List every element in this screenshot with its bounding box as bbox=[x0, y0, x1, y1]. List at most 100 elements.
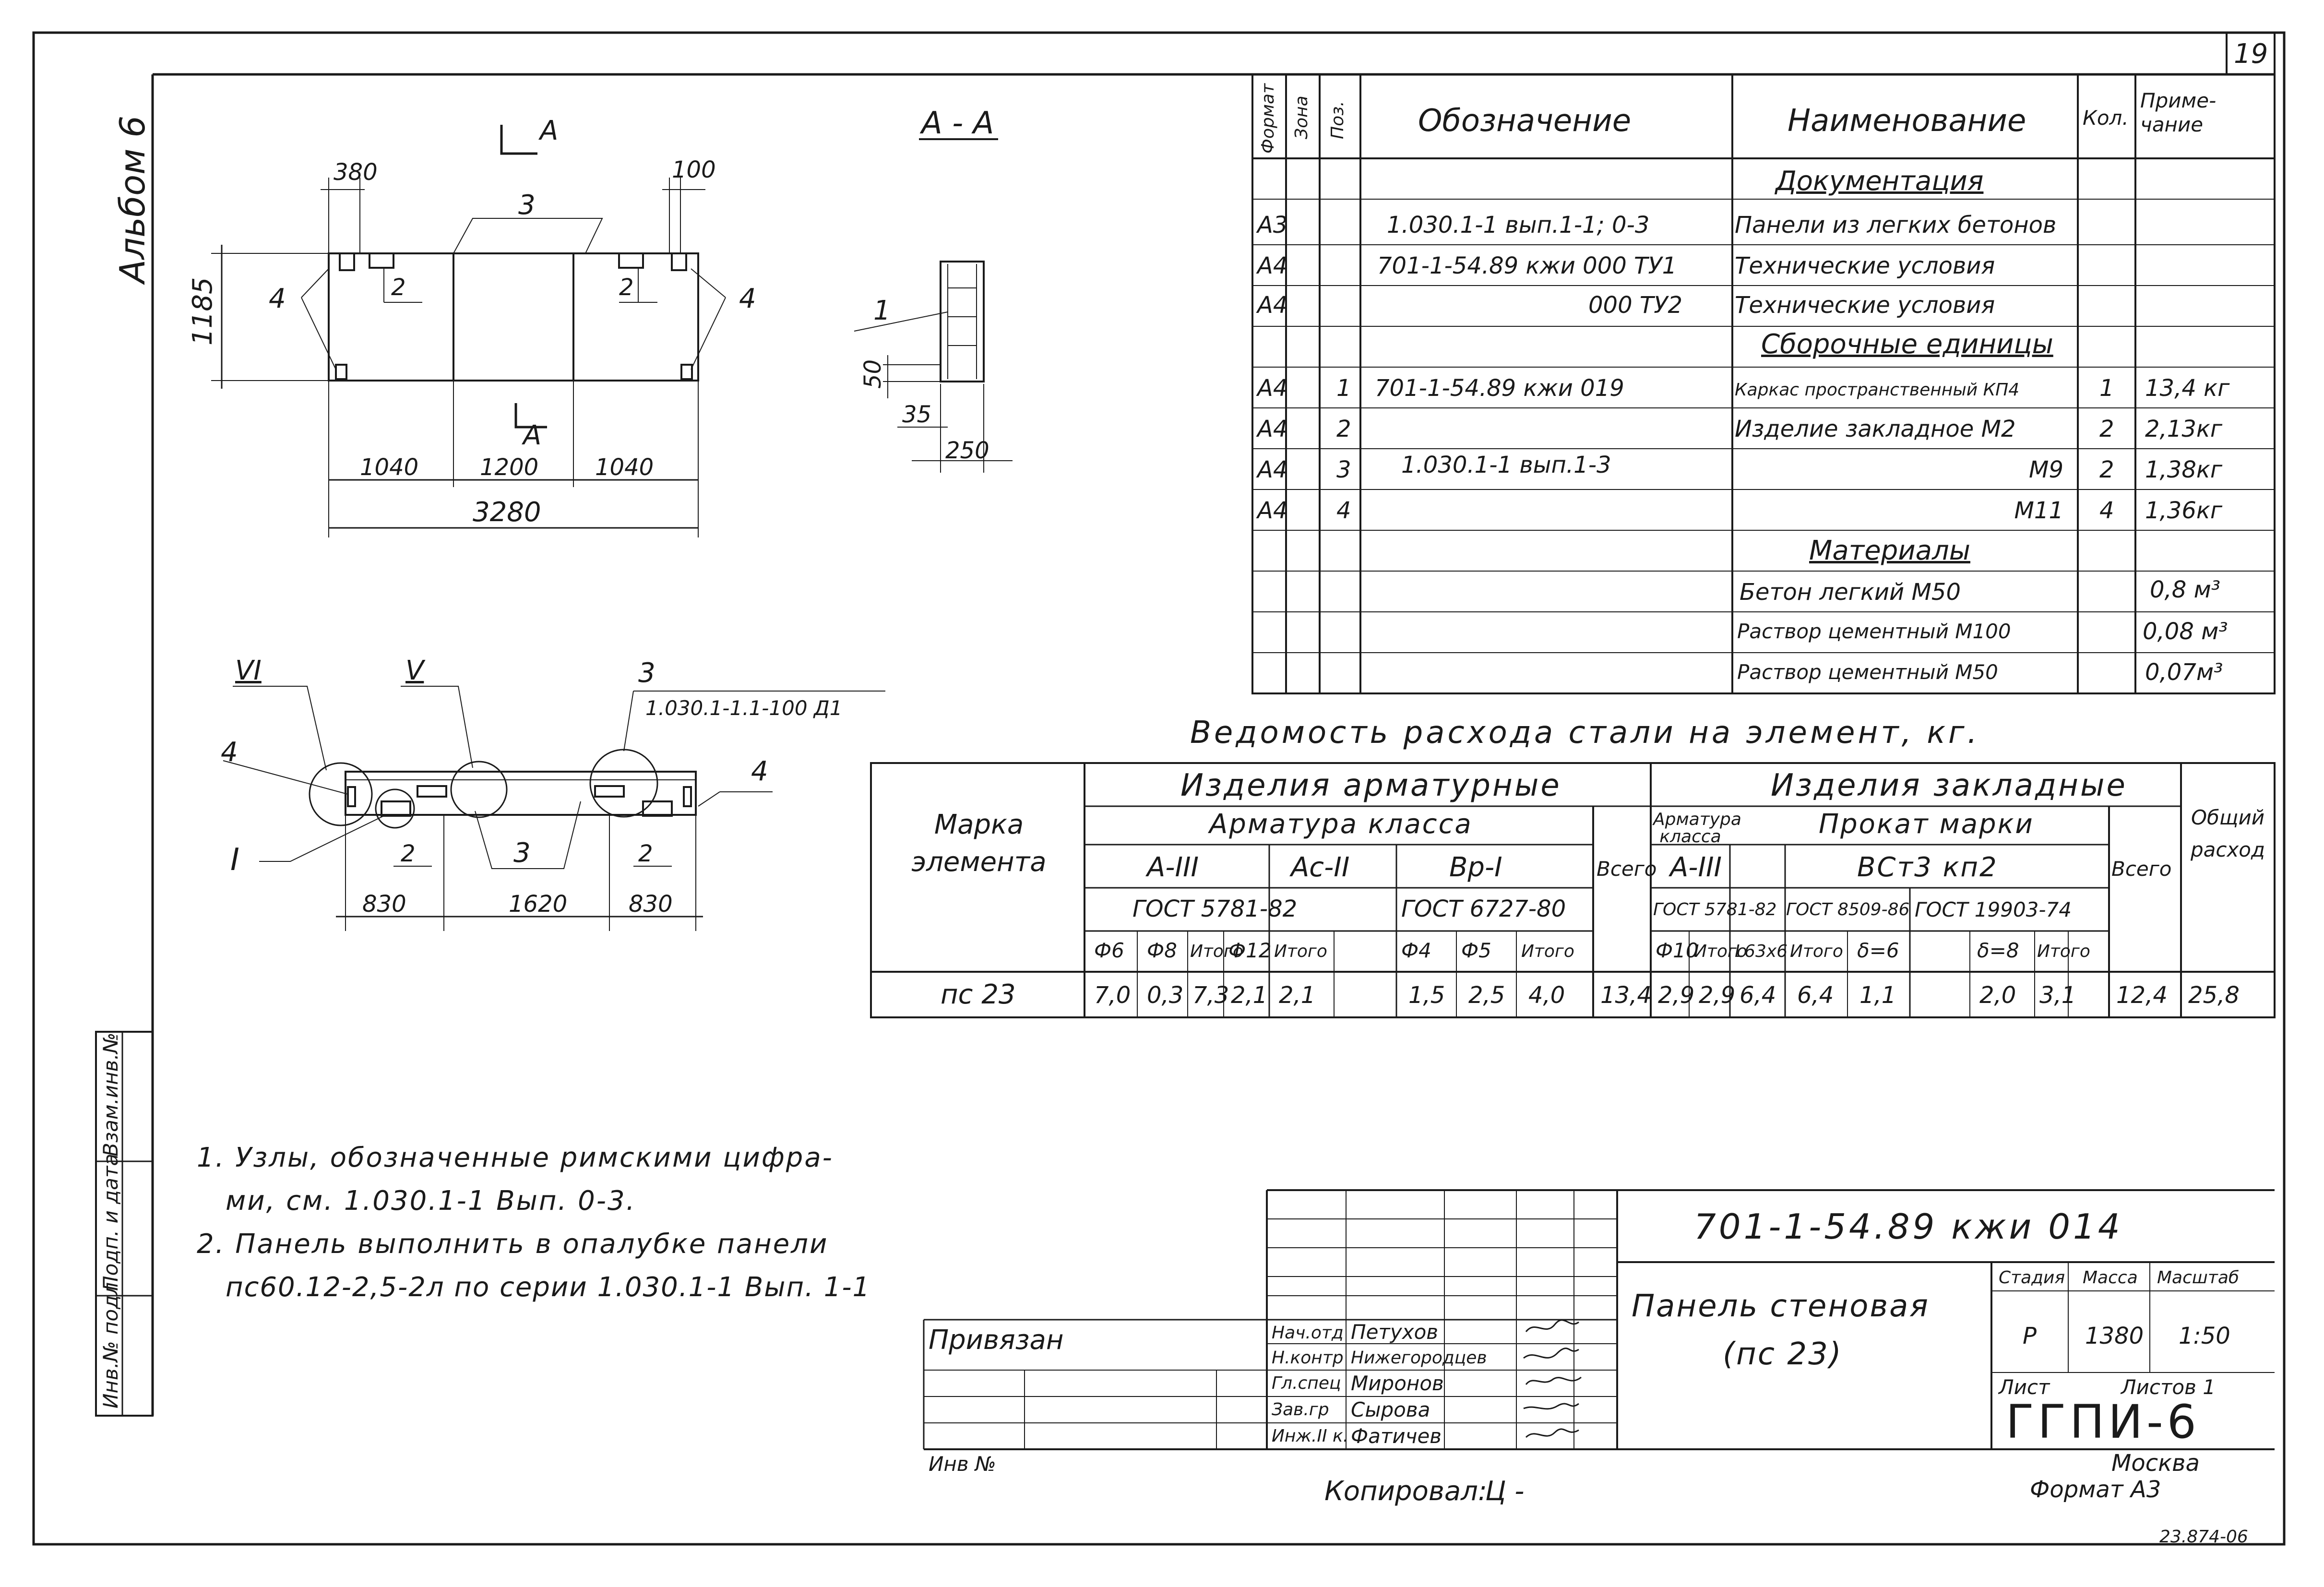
staff-name-4: Фатичев bbox=[1351, 1424, 1442, 1448]
top-pos-4b: 4 bbox=[739, 283, 756, 314]
steel-sub-10: L63x6 bbox=[1735, 942, 1788, 961]
spec-h-note: Приме-чание bbox=[2140, 89, 2217, 137]
sheet-number: 19 bbox=[2234, 38, 2268, 70]
steel-sub-6: Ф5 bbox=[1461, 939, 1491, 962]
section-aa-title: А - А bbox=[921, 106, 994, 141]
side-pos-4a: 4 bbox=[221, 737, 238, 768]
aa-dim-250: 250 bbox=[945, 437, 989, 464]
steel-h-armature: Изделия арматурные bbox=[1180, 768, 1561, 803]
stamp-hdr-scale: Масштаб bbox=[2157, 1268, 2240, 1288]
aa-dim-50: 50 bbox=[859, 359, 886, 389]
spec-m2-note: 0,07м³ bbox=[2145, 659, 2223, 686]
doc-title-2: (пс 23) bbox=[1723, 1336, 1843, 1372]
spec-h-format: Формат bbox=[1258, 83, 1278, 154]
note-line-1: 1. Узлы, обозначенные римскими цифра- bbox=[197, 1142, 834, 1173]
stamp-hdr-mass: Масса bbox=[2083, 1268, 2138, 1288]
spec-h-pos: Поз. bbox=[1328, 101, 1347, 139]
spec-m0-note: 0,8 м³ bbox=[2150, 576, 2221, 603]
steel-h-arm-class2: Арматура класса bbox=[1653, 810, 1741, 847]
side-pos-4b: 4 bbox=[751, 756, 768, 787]
stamp-stage: Р bbox=[2023, 1323, 2037, 1349]
steel-h-prokat: Прокат марки bbox=[1819, 809, 2034, 840]
steel-gost-5: ГОСТ 19903-74 bbox=[1915, 898, 2072, 921]
node-vi: VI bbox=[235, 655, 262, 686]
steel-title: Ведомость расхода стали на элемент, кг. bbox=[1190, 715, 1980, 751]
spec-r1-format: А4 bbox=[1257, 252, 1288, 279]
staff-role-3: Зав.гр bbox=[1272, 1400, 1329, 1420]
spec-r3-qty: 1 bbox=[2099, 375, 2114, 402]
aa-pos-1: 1 bbox=[873, 295, 891, 326]
steel-h-ac2: Ас-II bbox=[1291, 852, 1350, 883]
side-pos-2a: 2 bbox=[401, 840, 416, 867]
dim-380: 380 bbox=[334, 159, 378, 186]
steel-h-mark: Марка элемента bbox=[911, 809, 1047, 878]
dim-100: 100 bbox=[672, 156, 716, 183]
steel-sub-14: Итого bbox=[2037, 942, 2090, 961]
aa-dim-35: 35 bbox=[902, 401, 932, 428]
steel-val-1: 0,3 bbox=[1147, 982, 1184, 1009]
steel-h-embedded: Изделия закладные bbox=[1771, 768, 2127, 803]
steel-h-bp1: Вр-I bbox=[1449, 852, 1502, 883]
steel-val-14: 2,0 bbox=[1979, 982, 2016, 1009]
steel-val-6: 2,5 bbox=[1468, 982, 1505, 1009]
steel-val-4: 2,1 bbox=[1279, 982, 1316, 1009]
spec-r4-note: 2,13кг bbox=[2145, 416, 2223, 442]
steel-val-12: 6,4 bbox=[1797, 982, 1834, 1009]
staff-role-2: Гл.спец bbox=[1272, 1373, 1341, 1393]
spec-r6-format: А4 bbox=[1257, 497, 1288, 524]
spec-r4-pos: 2 bbox=[1336, 416, 1351, 442]
steel-h-total2: Всего bbox=[2111, 857, 2172, 881]
steel-val-7: 4,0 bbox=[1528, 982, 1565, 1009]
steel-gost-3: ГОСТ 5781-82 bbox=[1653, 900, 1777, 919]
spec-h-name: Наименование bbox=[1788, 103, 2026, 139]
steel-h-arm-class: Арматура класса bbox=[1209, 809, 1473, 840]
node-i: I bbox=[230, 842, 239, 878]
spec-r6-note: 1,36кг bbox=[2145, 497, 2223, 524]
steel-h-a3: А-III bbox=[1147, 852, 1199, 883]
spec-m1-name: Раствор цементный М100 bbox=[1737, 620, 2011, 643]
stamp-hdr-stage: Стадия bbox=[1999, 1268, 2065, 1288]
strip-podp-data: Подп. и дата bbox=[99, 1153, 122, 1291]
spec-r0-designation: 1.030.1-1 вып.1-1; 0-3 bbox=[1387, 212, 1650, 239]
spec-r5-pos: 3 bbox=[1336, 456, 1351, 483]
spec-r3-name: Каркас пространственный КП4 bbox=[1735, 380, 2020, 400]
steel-h-vst: ВСт3 кп2 bbox=[1857, 852, 1998, 883]
steel-h-total: Всего bbox=[1597, 857, 1657, 881]
steel-gost-1: ГОСТ 5781-82 bbox=[1132, 895, 1298, 922]
top-pos-2a: 2 bbox=[391, 274, 406, 301]
spec-r3-note: 13,4 кг bbox=[2145, 375, 2230, 402]
steel-sub-1: Ф8 bbox=[1147, 939, 1177, 962]
side-pos-3: 3 bbox=[513, 837, 531, 869]
steel-sub-4: Итого bbox=[1274, 942, 1327, 961]
staff-role-0: Нач.отд bbox=[1272, 1323, 1344, 1343]
steel-sub-9: Итого bbox=[1694, 942, 1747, 961]
top-section-mark-a: A bbox=[540, 115, 559, 146]
spec-r2-designation: 000 ТУ2 bbox=[1588, 292, 1682, 319]
steel-val-0: 7,0 bbox=[1094, 982, 1131, 1009]
spec-sec-assemblies: Сборочные единицы bbox=[1761, 329, 2053, 360]
stamp-hdr-sheet: Лист bbox=[1999, 1375, 2050, 1399]
steel-sub-12: δ=6 bbox=[1857, 939, 1899, 962]
side-ref: 1.030.1-1.1-100 Д1 bbox=[645, 696, 843, 720]
spec-r1-designation: 701-1-54.89 кжи 000 ТУ1 bbox=[1377, 252, 1677, 279]
staff-name-1: Нижегородцев bbox=[1351, 1348, 1487, 1368]
top-pos-3: 3 bbox=[518, 190, 536, 221]
spec-r4-name: Изделие закладное М2 bbox=[1735, 416, 2016, 442]
steel-val-9: 2,9 bbox=[1658, 982, 1695, 1009]
spec-r2-format: А4 bbox=[1257, 292, 1288, 319]
spec-r6-pos: 4 bbox=[1336, 497, 1351, 524]
spec-r3-format: А4 bbox=[1257, 375, 1288, 402]
top-pos-4a: 4 bbox=[269, 283, 286, 314]
spec-h-qty: Кол. bbox=[2083, 106, 2129, 130]
strip-inv-podl: Инв.№ подл. bbox=[99, 1276, 122, 1408]
steel-sub-0: Ф6 bbox=[1094, 939, 1124, 962]
steel-val-15: 3,1 bbox=[2039, 982, 2076, 1009]
steel-h-total-all: Общий расход bbox=[2190, 806, 2265, 862]
steel-sub-13: δ=8 bbox=[1977, 939, 2019, 962]
stamp-mass: 1380 bbox=[2085, 1323, 2144, 1349]
steel-val-17: 25,8 bbox=[2188, 982, 2240, 1009]
copied-label: Копировал: bbox=[1324, 1476, 1487, 1507]
sheet-format: Формат А3 bbox=[2030, 1476, 2161, 1503]
steel-sub-7: Итого bbox=[1521, 942, 1574, 961]
